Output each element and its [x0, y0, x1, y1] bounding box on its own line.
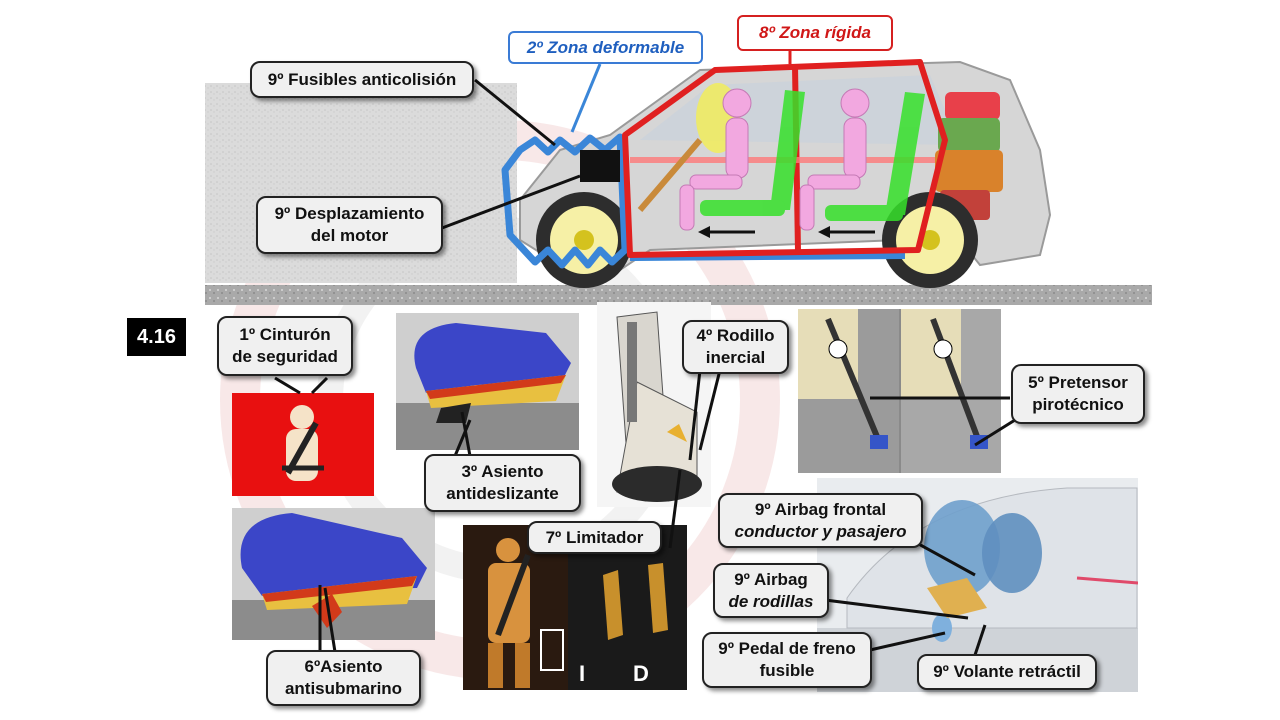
- seatbelt-photo: [232, 393, 374, 496]
- callout-text: 4º Rodillo: [696, 326, 775, 345]
- callout-text: 1º Cinturón: [239, 325, 331, 344]
- callout-text: de rodillas: [728, 591, 814, 611]
- pretensioner-photo: [798, 309, 1001, 473]
- callout-text: fusible: [759, 661, 815, 680]
- callout-airbag-rodillas: 9º Airbag de rodillas: [713, 563, 829, 618]
- rigid-zone-label: 8º Zona rígida: [737, 15, 893, 51]
- callout-airbag-frontal: 9º Airbag frontal conductor y pasajero: [718, 493, 923, 548]
- callout-rodillo-inercial: 4º Rodillo inercial: [682, 320, 789, 374]
- limiter-label-left: I: [579, 661, 586, 686]
- luggage-red: [945, 92, 1000, 120]
- callout-pretensor-pirotecnico: 5º Pretensor pirotécnico: [1011, 364, 1145, 424]
- callout-text: 9º Fusibles anticolisión: [267, 69, 457, 89]
- callout-text: inercial: [705, 348, 766, 367]
- rear-wheel: [882, 192, 978, 288]
- callout-text: 9º Desplazamiento: [274, 204, 425, 223]
- engine-block: [580, 150, 620, 182]
- luggage-orange: [935, 150, 1003, 192]
- luggage-green: [938, 118, 1000, 152]
- limiter-label-right: D: [633, 661, 649, 686]
- deformable-zone-frame: [501, 133, 629, 269]
- callout-text: 7º Limitador: [545, 527, 644, 547]
- front-dummy: [679, 88, 752, 231]
- callout-text: del motor: [310, 226, 389, 245]
- callout-text: 9º Volante retráctil: [933, 662, 1081, 681]
- seat-antislip-photo: [396, 313, 579, 450]
- callout-volante-retractil: 9º Volante retráctil: [917, 654, 1097, 690]
- callout-text: antideslizante: [446, 484, 559, 503]
- rear-seat: [825, 92, 925, 221]
- callout-text: antisubmarino: [284, 679, 403, 698]
- callout-fusibles-anticolision: 9º Fusibles anticolisión: [250, 61, 474, 98]
- callout-text: 6ºAsiento: [304, 657, 383, 676]
- callout-text: 3º Asiento: [461, 462, 544, 481]
- callout-limitador: 7º Limitador: [527, 521, 662, 554]
- callout-cinturon-seguridad: 1º Cinturón de seguridad: [217, 316, 353, 376]
- figure-number: 4.16: [127, 318, 186, 356]
- callout-asiento-antisubmarino: 6ºAsiento antisubmarino: [266, 650, 421, 706]
- callout-text: 9º Pedal de freno: [718, 639, 856, 658]
- rigid-zone-frame: [622, 59, 948, 258]
- callout-text: 5º Pretensor: [1028, 373, 1128, 392]
- callout-text: 9º Airbag: [734, 569, 808, 589]
- callout-pedal-freno-fusible: 9º Pedal de freno fusible: [702, 632, 872, 688]
- callout-asiento-antideslizante: 3º Asiento antideslizante: [424, 454, 581, 512]
- deformable-zone-label: 2º Zona deformable: [508, 31, 703, 64]
- callout-text: pirotécnico: [1032, 395, 1124, 414]
- callout-text: 9º Airbag frontal: [754, 499, 887, 519]
- rear-dummy: [799, 88, 870, 231]
- callout-desplazamiento-motor: 9º Desplazamiento del motor: [256, 196, 443, 254]
- front-seat: [700, 90, 805, 216]
- callout-text: conductor y pasajero: [734, 521, 907, 541]
- ground-strip: [205, 285, 1152, 305]
- callout-text: de seguridad: [232, 347, 338, 366]
- seat-antisubmarine-photo: [232, 508, 435, 640]
